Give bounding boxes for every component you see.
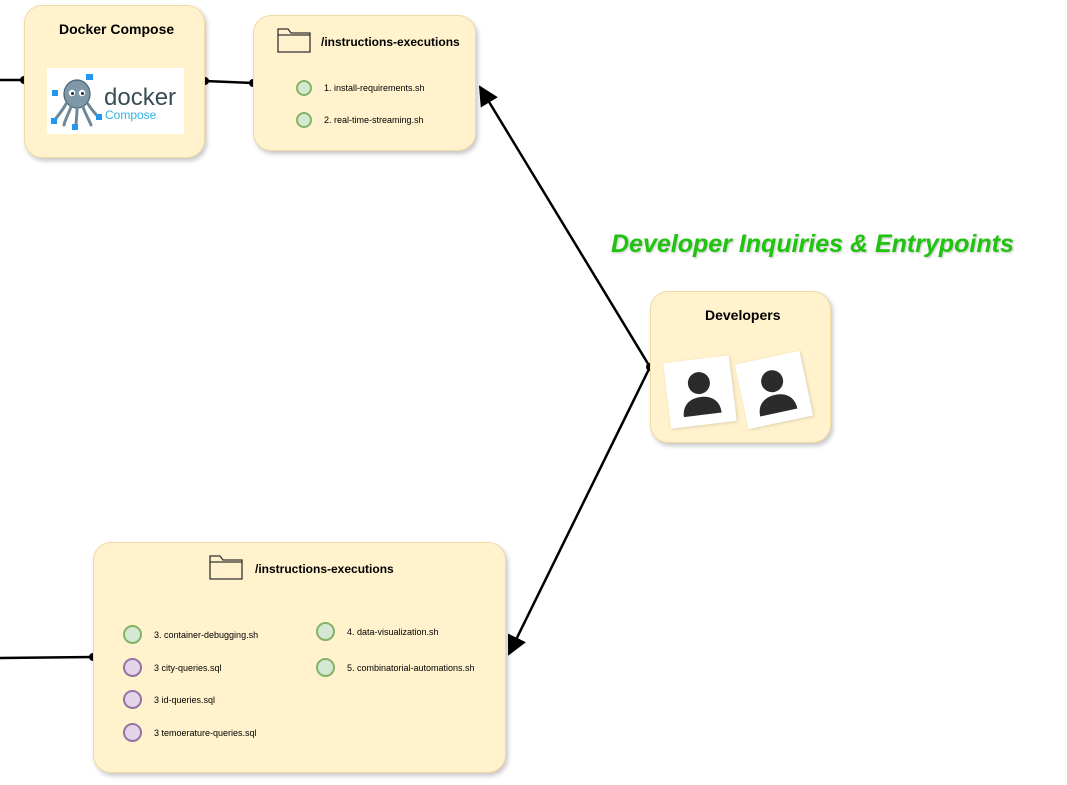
- list-item[interactable]: 2. real-time-streaming.sh: [296, 112, 424, 128]
- docker-compose-title: Docker Compose: [59, 21, 175, 37]
- item-label: 1. install-requirements.sh: [324, 83, 425, 93]
- docker-compose-octopus-icon: [51, 74, 102, 130]
- status-dot-green: [296, 80, 312, 96]
- docker-logo-sub: Compose: [105, 108, 157, 122]
- list-item[interactable]: 3 id-queries.sql: [123, 690, 215, 709]
- item-label: 3 id-queries.sql: [154, 694, 216, 705]
- top-folder-title: /instructions-executions: [321, 35, 460, 49]
- user-icon: [683, 372, 722, 418]
- list-item[interactable]: 4. data-visualization.sh: [316, 622, 439, 641]
- user-icon: [759, 370, 798, 417]
- list-item[interactable]: 1. install-requirements.sh: [296, 80, 425, 96]
- status-dot-green: [123, 625, 142, 644]
- item-label: 3 temoerature-queries.sql: [154, 727, 257, 738]
- item-label: 2. real-time-streaming.sh: [324, 115, 424, 125]
- developer-avatar: [734, 350, 814, 430]
- status-dot-purple: [123, 658, 142, 677]
- edge-docker-to-top-folder: [201, 77, 257, 87]
- folder-icon: [277, 28, 311, 53]
- developer-avatar: [663, 355, 737, 429]
- section-heading: Developer Inquiries & Entrypoints: [611, 230, 1014, 258]
- list-item[interactable]: 3 temoerature-queries.sql: [123, 723, 257, 742]
- status-dot-purple: [123, 723, 142, 742]
- status-dot-green: [316, 658, 335, 677]
- status-dot-green: [296, 112, 312, 128]
- list-item[interactable]: 3 city-queries.sql: [123, 658, 222, 677]
- bottom-folder-node[interactable]: [93, 542, 506, 773]
- edge-developers-to-top-folder: [478, 85, 652, 368]
- bottom-folder-title: /instructions-executions: [255, 562, 394, 576]
- list-item[interactable]: 5. combinatorial-automations.sh: [316, 658, 475, 677]
- list-item[interactable]: 3. container-debugging.sh: [123, 625, 258, 644]
- item-label: 3 city-queries.sql: [154, 662, 222, 673]
- item-label: 3. container-debugging.sh: [154, 629, 259, 640]
- item-label: 4. data-visualization.sh: [347, 626, 439, 637]
- docker-compose-logo: docker Compose: [47, 68, 184, 134]
- folder-icon: [209, 555, 243, 580]
- edge-developers-to-bottom-folder: [507, 363, 654, 656]
- status-dot-purple: [123, 690, 142, 709]
- edge-left-to-bottom-folder: [0, 653, 97, 661]
- status-dot-green: [316, 622, 335, 641]
- docker-logo-word: docker: [104, 84, 177, 111]
- developers-title: Developers: [705, 307, 781, 323]
- item-label: 5. combinatorial-automations.sh: [347, 662, 475, 673]
